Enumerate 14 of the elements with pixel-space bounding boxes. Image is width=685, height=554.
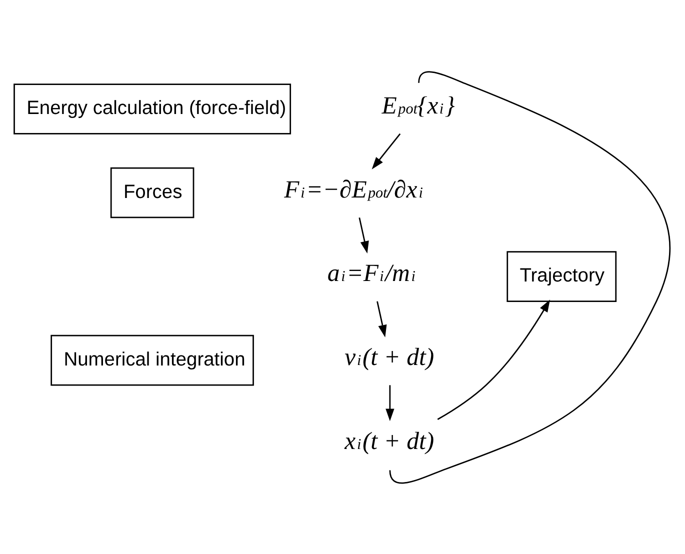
arrow: [386, 384, 394, 421]
node-text: vi(t + dt): [344, 344, 434, 371]
arrow: [372, 132, 401, 169]
node-text: ai=Fi/mi: [327, 260, 416, 287]
node-box: Trajectory: [506, 250, 617, 302]
node-text: Fi=−∂Epot/∂xi: [284, 176, 423, 203]
node-box: Numerical integration: [50, 334, 254, 386]
node-text: xi(t + dt): [344, 427, 434, 454]
node-box: Forces: [110, 166, 194, 218]
arrow: [358, 216, 369, 254]
node-text: Epot{xi}: [382, 92, 455, 120]
arrow: [376, 300, 387, 337]
arrow: [437, 299, 550, 420]
node-box: Energy calculation (force-field): [14, 83, 292, 134]
